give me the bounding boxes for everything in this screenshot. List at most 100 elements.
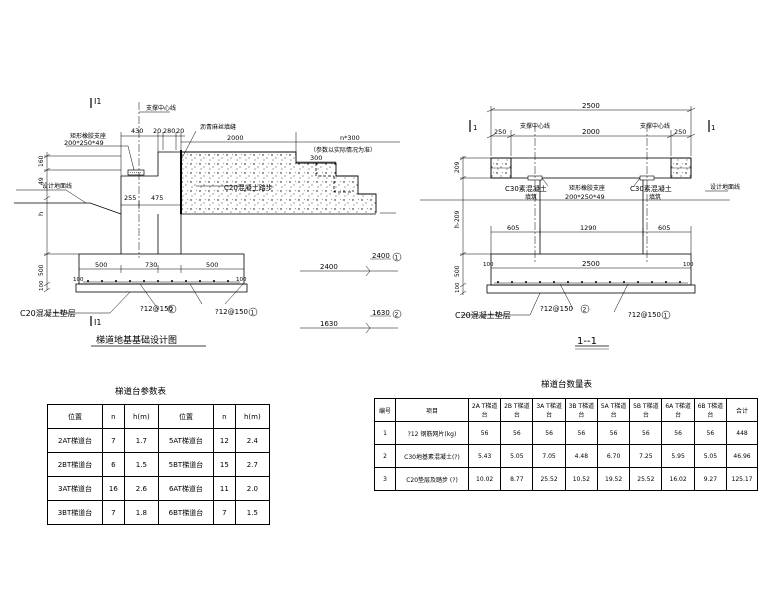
bearing-size: 200*250*49 [64, 139, 104, 147]
section-title: 1--1 [577, 336, 597, 347]
right-dim-100-left: 100 [483, 262, 494, 268]
right-dim-1290: 1290 [580, 224, 597, 232]
right-ground-label: 设计地面线 [710, 183, 740, 191]
cushion-layer [75, 283, 248, 293]
right-dim-2500-top: 2500 [582, 102, 600, 110]
qty-table-row-cell: 5.43 [467, 444, 502, 468]
param-table-row-cell: 7 [212, 500, 236, 525]
qty-table-row-cell: C20垫层及踏步 (?) [395, 467, 469, 491]
param-note: （参数以实际情况为准） [310, 146, 376, 154]
th-h: h(m) [123, 404, 159, 429]
right-cushion-label: C20混凝土垫层 [455, 310, 511, 320]
qty-table-row-cell: 4.48 [564, 444, 598, 468]
param-table-row-cell: 6BT梯道台 [157, 500, 214, 525]
c30-right: C30素混凝土 [630, 184, 672, 193]
ground-line-left [14, 202, 122, 215]
qty-table-row-cell: 56 [532, 421, 566, 445]
right-dim-100-v: 100 [455, 282, 461, 293]
dim-100-v: 100 [39, 280, 45, 291]
section-mark-bottom: I1 [94, 318, 101, 327]
qh-1: 项目 [395, 398, 469, 422]
right-dim-500-v: 500 [454, 265, 461, 277]
qty-table-row-cell: 19.52 [596, 467, 631, 491]
param-table-row-cell: 6 [101, 452, 125, 477]
param-table-row-cell: 1.5 [123, 452, 159, 477]
support-center-label: 支撑中心线 [146, 104, 176, 112]
dim-20a: 20 [153, 127, 161, 135]
asphalt-joint-label: 沥青麻丝填缝 [200, 123, 236, 131]
param-table-row-cell: 2.0 [234, 476, 271, 501]
qty-table-row-cell: 5.05 [500, 444, 534, 468]
right-bearing-label: 矩形橡胶支座 [569, 184, 605, 192]
param-table-row-cell: 7 [101, 500, 125, 525]
param-table-row-cell: 3AT梯道台 [47, 476, 103, 501]
rebar-1630-b: 1630 [320, 320, 338, 328]
qty-table-row-cell: 5.05 [693, 444, 728, 468]
qty-table-row-cell: 25.52 [532, 467, 566, 491]
qty-table-row-cell: 2 [374, 444, 396, 468]
qty-table-row-cell: 7.05 [532, 444, 566, 468]
qty-table-row-cell: 10.02 [467, 467, 502, 491]
right-mark-right: 1 [711, 124, 715, 132]
section-mark-top: I1 [94, 97, 101, 106]
step-outline [181, 151, 377, 213]
qh-3: 2B T梯道台 [500, 398, 534, 422]
rebar-circle-1: 1 [395, 255, 399, 262]
right-dim-h209: h-209 [454, 210, 461, 228]
right-support-center-left: 支撑中心线 [520, 122, 550, 130]
qh-0: 编号 [374, 398, 396, 422]
param-table-row-cell: 5BT梯道台 [157, 452, 214, 477]
qty-table-row-cell: 56 [564, 421, 598, 445]
qh-10: 合计 [726, 398, 758, 422]
param-table-row-cell: 7 [101, 428, 125, 453]
right-mark-left: 1 [473, 124, 477, 132]
dim-500-right: 500 [206, 261, 218, 269]
qty-table-row-cell: 5.95 [661, 444, 695, 468]
dim-500-left: 500 [95, 261, 107, 269]
qty-table-row-cell: 16.02 [661, 467, 695, 491]
qty-table-row-cell: 46.96 [726, 444, 758, 468]
dim-300: 300 [310, 154, 322, 162]
rebar-2400-a: 2400 [372, 252, 390, 260]
qh-6: 5A T梯道台 [596, 398, 631, 422]
dim-49: 49 [38, 177, 45, 185]
qty-table-row-cell: 8.77 [500, 467, 534, 491]
qty-table-header: 编号 项目 2A T梯道台 2B T梯道台 3A T梯道台 3B T梯道台 5A… [374, 398, 758, 422]
dim-n300: n*300 [340, 134, 360, 142]
left-drawing-title: 梯道地基基础设计图 [96, 334, 177, 346]
qty-table-row-cell: 6.70 [596, 444, 631, 468]
qty-table-row-cell: 125.17 [726, 467, 758, 491]
param-table-row-cell: 11 [212, 476, 236, 501]
right-dim-250-right: 250 [674, 128, 686, 136]
left-foundation-drawing [14, 98, 400, 347]
dim-430: 430 [131, 127, 143, 135]
rebar-circle-2: 2 [395, 312, 399, 319]
right-dim-605-right: 605 [658, 224, 670, 232]
param-table-title: 梯道台参数表 [115, 387, 167, 397]
right-dim-2500-base: 2500 [582, 260, 600, 268]
param-table-row-cell: 3BT梯道台 [47, 500, 103, 525]
th-h-2: h(m) [234, 404, 271, 429]
qh-2: 2A T梯道台 [467, 398, 502, 422]
th-n: n [101, 404, 125, 429]
qty-table-row-cell: 56 [629, 421, 663, 445]
c30-right-b: 填筑 [649, 193, 661, 201]
dim-160: 160 [38, 155, 45, 167]
rebar-label-1: ?12@150 [140, 305, 173, 313]
right-bearing-size: 200*250*49 [565, 193, 605, 201]
param-table-row-cell: 12 [212, 428, 236, 453]
dim-500-v: 500 [38, 264, 45, 276]
param-table-row-cell: 15 [212, 452, 236, 477]
dim-255: 255 [124, 194, 136, 202]
qty-table-row-cell: 9.27 [693, 467, 728, 491]
right-dim-250-left: 250 [494, 128, 506, 136]
qty-table-row-cell: 10.52 [564, 467, 598, 491]
ground-label: 设计地面线 [42, 182, 72, 190]
param-table-row-cell: 2.6 [123, 476, 159, 501]
qh-7: 5B T梯道台 [629, 398, 663, 422]
right-rebar-label-1: ?12@150 [540, 305, 573, 313]
